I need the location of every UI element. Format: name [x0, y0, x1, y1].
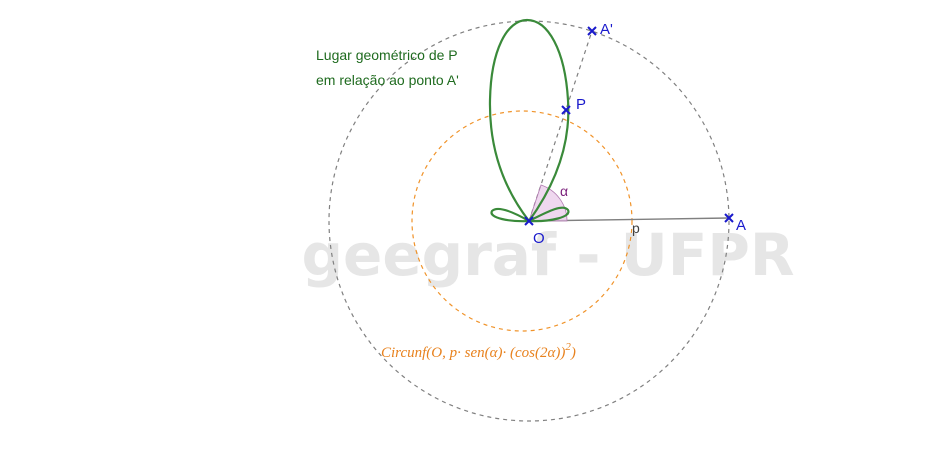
locus-curve-right-lobe: [524, 206, 570, 223]
point-a-prime-marker[interactable]: [587, 26, 597, 36]
point-p-label: P: [576, 96, 586, 113]
locus-caption-line2: em relação ao ponto A': [316, 72, 459, 88]
point-o-label: O: [533, 230, 545, 247]
formula-exponent: 2: [565, 341, 571, 353]
orange-circle: [411, 110, 633, 332]
locus-curve-left-lobe: [490, 207, 533, 223]
point-o-marker[interactable]: [524, 216, 534, 226]
locus-curve-main-loop: [488, 18, 570, 223]
formula-label: Circunf(O, p· sen(α)· (cos(2α))2): [381, 341, 576, 361]
formula-prefix: Circunf(O, p· sen(α)· (cos(2α)): [381, 345, 565, 361]
angle-alpha-label: α: [560, 183, 568, 199]
segment-p-label: p: [632, 220, 640, 236]
point-a-label: A: [736, 217, 746, 234]
formula-suffix: ): [570, 345, 576, 361]
outer-circle: [328, 20, 730, 422]
point-p-marker[interactable]: [561, 105, 571, 115]
watermark: geegraf - UFPR: [301, 221, 794, 289]
angle-alpha-wedge: [528, 184, 568, 222]
point-a-prime-label: A': [600, 21, 613, 38]
point-a-marker[interactable]: [724, 213, 734, 223]
locus-caption-line1: Lugar geométrico de P: [316, 47, 458, 63]
